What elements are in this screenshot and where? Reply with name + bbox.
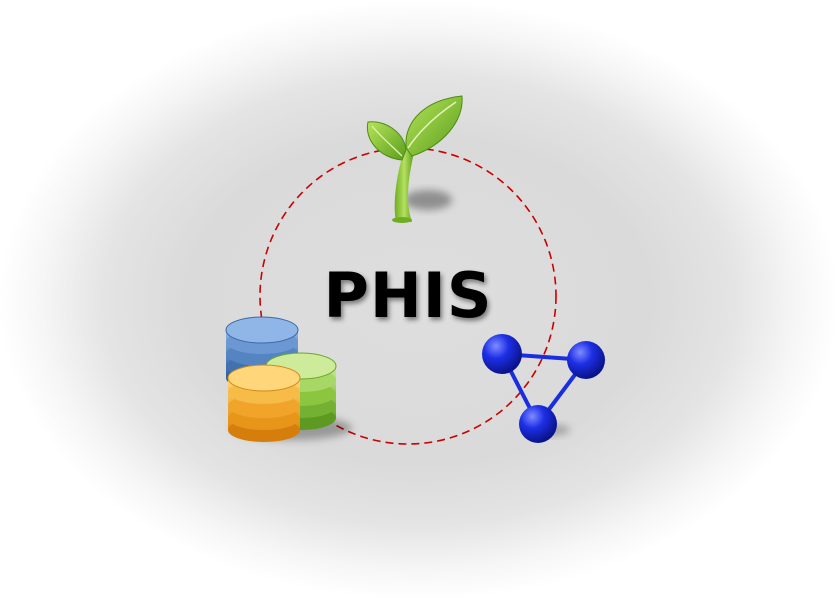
- diagram-title: PHIS: [323, 259, 493, 332]
- database-stack-icon: [225, 316, 352, 442]
- network-graph-icon: [482, 334, 605, 443]
- cycle-dashed-circle: [259, 147, 557, 445]
- plant-seedling-icon: [366, 95, 463, 223]
